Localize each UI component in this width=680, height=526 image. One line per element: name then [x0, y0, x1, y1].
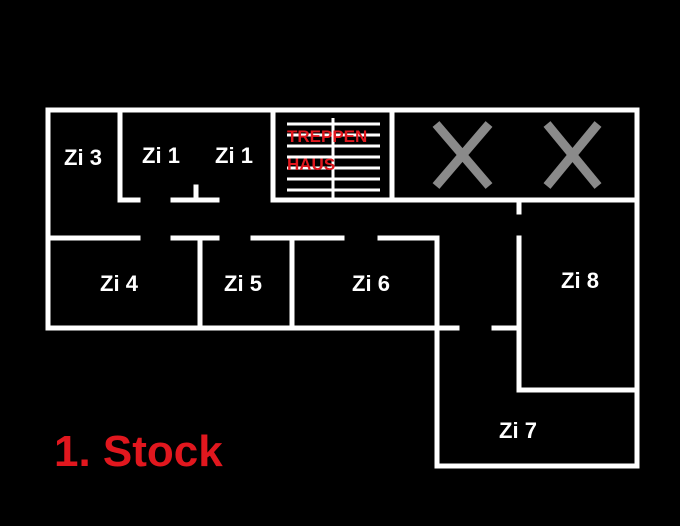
room-label-zi1-left: Zi 1 — [142, 143, 180, 168]
room-label-zi3: Zi 3 — [64, 145, 102, 170]
room-label-zi8: Zi 8 — [561, 268, 599, 293]
unavailable-marker-right — [543, 121, 602, 189]
stairwell-label-line2: HAUS — [287, 155, 335, 174]
room-label-zi4: Zi 4 — [100, 271, 139, 296]
walls — [45, 107, 640, 469]
room-label-zi7: Zi 7 — [499, 418, 537, 443]
floor-title: 1. Stock — [54, 427, 223, 476]
room-label-zi5: Zi 5 — [224, 271, 262, 296]
stairwell: TREPPEN HAUS — [287, 118, 380, 198]
unavailable-marker-left — [432, 121, 493, 189]
room-label-zi1-right: Zi 1 — [215, 143, 253, 168]
stairwell-label-line1: TREPPEN — [287, 127, 367, 146]
room-label-zi6: Zi 6 — [352, 271, 390, 296]
